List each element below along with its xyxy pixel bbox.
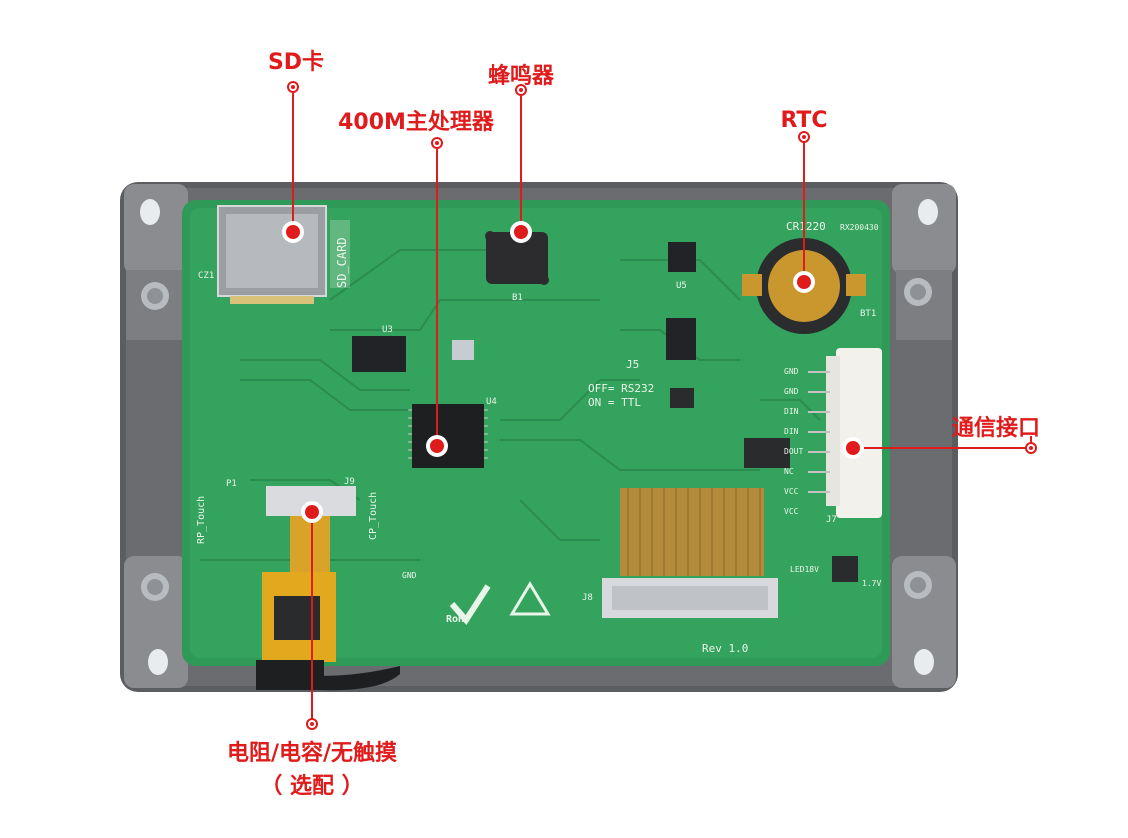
esd-logo bbox=[509, 581, 551, 616]
pin-label: VCC bbox=[784, 507, 799, 516]
silk-bt1: BT1 bbox=[860, 309, 876, 319]
pin-label: NC bbox=[784, 467, 794, 476]
callout-touch: 电阻/电容/无触摸 bbox=[226, 741, 398, 766]
silk-rev: Rev 1.0 bbox=[702, 642, 748, 655]
silk-gnd: GND bbox=[402, 571, 417, 580]
silk-u3: U3 bbox=[382, 325, 393, 335]
touch-flex-cable bbox=[256, 486, 400, 691]
silk-battery: CR1220 bbox=[786, 220, 826, 233]
silk-cp-touch: CP_Touch bbox=[368, 492, 379, 540]
silk-j8: J8 bbox=[582, 593, 593, 603]
silk-u4: U4 bbox=[486, 397, 497, 407]
callout-markers bbox=[282, 81, 1037, 730]
silk-sd-card: SD_CARD bbox=[335, 237, 349, 288]
silk-rp-touch: RP_Touch bbox=[196, 496, 207, 544]
callout-rtc: RTC bbox=[780, 108, 828, 133]
callout-processor: 400M主处理器 bbox=[338, 110, 494, 135]
pin-label: GND bbox=[784, 387, 799, 396]
silk-cz1: CZ1 bbox=[198, 271, 214, 281]
silk-rs232: OFF= RS232 bbox=[588, 382, 654, 395]
pin-label: DOUT bbox=[784, 447, 803, 456]
buzzer-component bbox=[485, 231, 549, 285]
silkscreen-text: SD_CARD CZ1 CR1220 RX200430 BT1 OFF= RS2… bbox=[196, 220, 881, 655]
comm-connector bbox=[808, 348, 882, 518]
pin-label: VCC bbox=[784, 487, 799, 496]
display-fpc bbox=[602, 488, 778, 618]
callout-buzzer: 蜂鸣器 bbox=[487, 64, 555, 89]
silk-ttl: ON = TTL bbox=[588, 396, 641, 409]
sd-card-slot bbox=[217, 205, 350, 304]
silk-j5: J5 bbox=[626, 358, 639, 371]
pin-label: DIN bbox=[784, 427, 799, 436]
callout-lines bbox=[292, 93, 1032, 722]
silk-j7: J7 bbox=[826, 515, 837, 525]
silk-u5: U5 bbox=[676, 281, 687, 291]
silk-p1: P1 bbox=[226, 479, 237, 489]
callout-touch-optional: （ 选配 ） bbox=[260, 774, 364, 799]
misc-chips bbox=[352, 242, 858, 582]
callout-sd-card: SD卡 bbox=[267, 50, 325, 75]
pin-label: DIN bbox=[784, 407, 799, 416]
silk-model: RX200430 bbox=[840, 223, 879, 232]
silk-1-7v: 1.7V bbox=[862, 579, 881, 588]
pin-label: GND bbox=[784, 367, 799, 376]
rohs-logo bbox=[449, 584, 491, 625]
processor-chip bbox=[408, 404, 488, 468]
silk-rohs: RoHS bbox=[446, 614, 470, 625]
silk-j9: J9 bbox=[344, 477, 355, 487]
connector-pin-labels: GND GND DIN DIN DOUT NC VCC VCC bbox=[784, 367, 803, 516]
silk-led18v: LED18V bbox=[790, 565, 819, 574]
callout-comm-port: 通信接口 bbox=[952, 416, 1041, 441]
silk-b1: B1 bbox=[512, 293, 523, 303]
